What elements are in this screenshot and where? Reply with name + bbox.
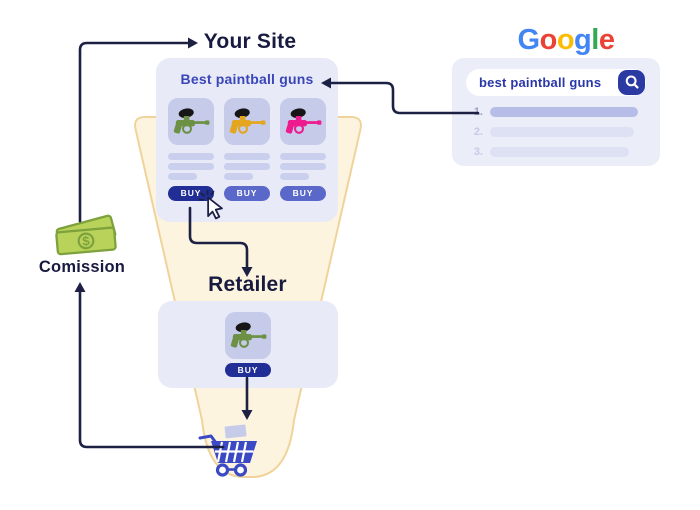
paintball-gun-icon <box>230 321 267 348</box>
text-placeholder-bar <box>280 163 326 170</box>
search-result-item[interactable]: 2. <box>468 126 644 138</box>
text-placeholder-bar <box>168 153 214 160</box>
buy-button[interactable]: BUY <box>225 363 271 377</box>
mouse-cursor-click-icon <box>198 189 223 220</box>
google-logo-letter: G <box>517 24 541 56</box>
site-card-heading: Best paintball guns <box>180 71 314 87</box>
google-logo: Google <box>510 24 622 57</box>
magnifier-icon <box>625 74 639 89</box>
paintball-gun-icon <box>173 107 210 134</box>
google-logo-letter: g <box>574 24 592 56</box>
text-placeholder-bar <box>280 153 326 160</box>
google-logo-letter: o <box>539 24 558 56</box>
shopping-cart-icon <box>198 424 257 477</box>
search-result-item[interactable]: 1. <box>468 106 644 118</box>
text-placeholder-bar <box>280 173 309 180</box>
text-placeholder-bar <box>224 173 253 180</box>
search-query-text: best paintball guns <box>479 75 602 90</box>
text-placeholder-bar <box>224 163 270 170</box>
google-logo-letter: l <box>591 24 599 56</box>
result-placeholder-bar <box>490 147 629 157</box>
dollar-symbol: $ <box>82 233 91 249</box>
your-site-card: Best paintball guns <box>156 58 338 222</box>
product-card: BUY <box>168 98 214 201</box>
product-card: BUY <box>224 98 270 201</box>
product-list: BUY <box>156 98 338 201</box>
google-logo-letter: o <box>556 24 575 56</box>
product-image-tile <box>280 98 326 145</box>
text-placeholder-bar <box>168 173 197 180</box>
search-results-list: 1. 2. 3. <box>468 106 644 167</box>
result-rank: 2. <box>473 126 483 138</box>
paintball-gun-icon <box>285 107 322 134</box>
product-card: BUY <box>280 98 326 201</box>
product-image-tile <box>225 312 271 359</box>
buy-button[interactable]: BUY <box>280 185 326 201</box>
result-placeholder-bar <box>490 127 634 137</box>
result-placeholder-bar <box>490 107 638 117</box>
result-rank: 1. <box>473 106 483 118</box>
result-rank: 3. <box>473 146 483 158</box>
retailer-card: BUY <box>158 301 338 388</box>
search-button[interactable] <box>618 70 645 95</box>
retailer-title: Retailer <box>208 273 287 296</box>
commission-label: Comission <box>38 258 126 276</box>
dollar-bills-icon: $ <box>55 214 117 256</box>
google-search-input[interactable]: best paintball guns <box>466 69 646 96</box>
text-placeholder-bar <box>168 163 214 170</box>
paintball-gun-icon <box>229 107 266 134</box>
package-in-cart <box>224 424 247 439</box>
buy-button[interactable]: BUY <box>224 185 270 201</box>
google-logo-letter: e <box>598 24 615 56</box>
search-result-item[interactable]: 3. <box>468 146 644 158</box>
text-placeholder-bar <box>224 153 270 160</box>
your-site-title: Your Site <box>203 30 297 53</box>
google-serp-card: best paintball guns 1. 2. 3. <box>452 58 660 166</box>
product-image-tile <box>168 98 214 145</box>
product-image-tile <box>224 98 270 145</box>
